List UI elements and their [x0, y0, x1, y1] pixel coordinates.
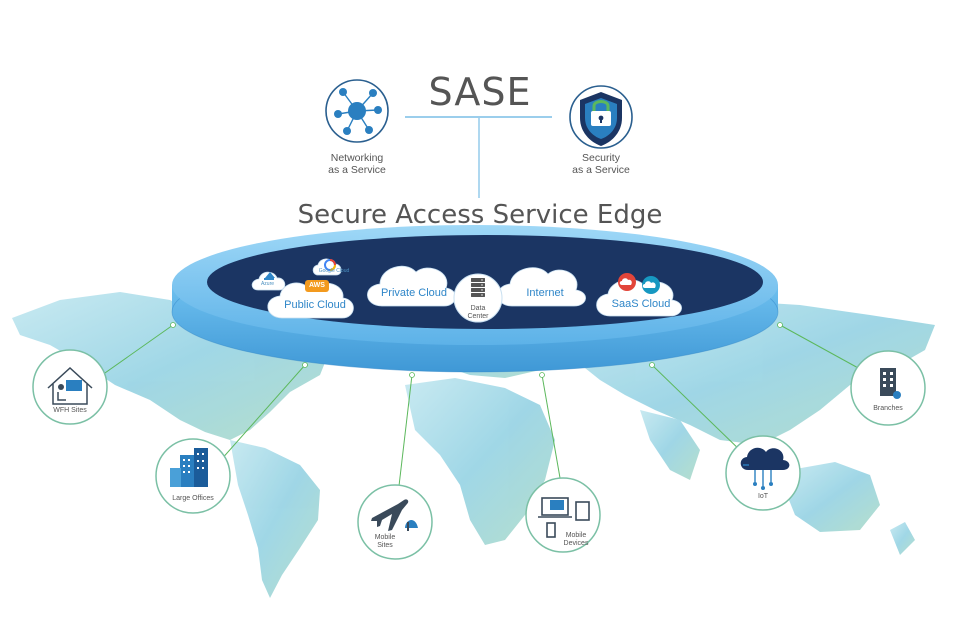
cloud-circuit-icon — [740, 447, 790, 490]
shield-lock-icon — [569, 85, 633, 149]
map-africa — [405, 378, 555, 545]
saas-red-cloud-icon — [618, 273, 636, 291]
private-cloud-label: Private Cloud — [380, 287, 448, 299]
internet-label: Internet — [526, 287, 564, 299]
aws-logo-icon — [305, 280, 329, 292]
map-south-america — [230, 440, 320, 598]
ring-clouds — [251, 258, 682, 319]
mobile-devices-label: Mobile Devices — [563, 532, 589, 547]
large-offices-label: Large Offices — [172, 495, 214, 502]
data-center-label: Data Center — [467, 305, 489, 320]
mobile-sites-label: Mobile Sites — [374, 534, 396, 549]
iot-label: IoT — [757, 493, 769, 500]
connector-mobile-devices — [541, 374, 564, 496]
map-australia — [785, 462, 880, 532]
public-cloud-label: Public Cloud — [284, 299, 346, 311]
sase-subtitle: Secure Access Service Edge — [297, 200, 663, 230]
azure-label: Azure — [260, 281, 275, 287]
office-building-icon — [170, 448, 208, 487]
aws-badge: AWS — [309, 282, 325, 289]
branches-label: Branches — [873, 405, 903, 412]
data-center-node — [453, 273, 503, 323]
server-rack-icon — [471, 278, 485, 297]
connector-dots — [170, 322, 783, 378]
network-hub-icon — [325, 79, 389, 143]
gcp-logo-icon — [324, 259, 336, 271]
azure-logo-icon — [264, 272, 275, 280]
networking-service-label: Networking as a Service — [328, 152, 386, 176]
connector-iot — [651, 364, 746, 456]
airplane-icon — [371, 499, 418, 531]
sase-title: SASE — [428, 70, 532, 114]
connector-large-offices — [211, 364, 306, 471]
gcp-label: Google Cloud — [318, 268, 350, 274]
salesforce-logo-icon — [642, 276, 660, 294]
branch-building-icon — [880, 368, 901, 399]
map-south-asia — [640, 410, 700, 480]
cloud-gcp — [312, 258, 342, 276]
security-service-label: Security as a Service — [572, 152, 630, 176]
wfh-label: WFH Sites — [53, 407, 87, 414]
saas-cloud-label: SaaS Cloud — [611, 298, 671, 310]
connector-wfh — [94, 324, 174, 381]
devices-icon — [538, 497, 590, 538]
map-new-zealand — [890, 522, 915, 555]
cloud-azure — [251, 271, 286, 291]
home-worker-icon — [47, 366, 93, 405]
